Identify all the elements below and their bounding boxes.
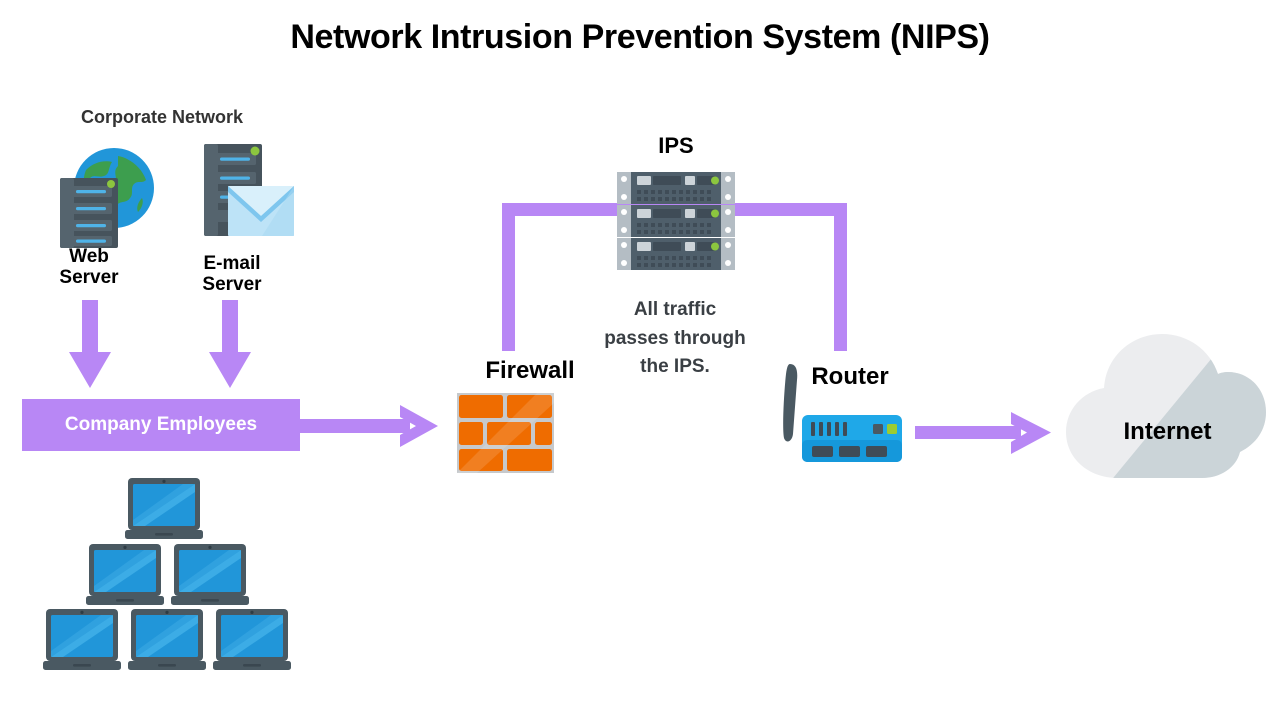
server-envelope-icon [204, 144, 294, 236]
email-server-label-line1: E-mail [203, 253, 261, 274]
rack-server-icon [617, 172, 735, 270]
web-server-label-line2: Server [59, 266, 119, 288]
ips-node[interactable] [617, 172, 735, 270]
router-label: Router [811, 363, 889, 390]
internet-node[interactable] [1060, 330, 1270, 490]
company-employees-node[interactable]: Company Employees [22, 399, 300, 451]
connector-email-to-employees [205, 300, 255, 392]
firewall-node[interactable] [457, 393, 554, 473]
server-globe-icon [60, 148, 154, 248]
wifi-router-icon [783, 364, 902, 462]
firewall-label: Firewall [485, 357, 575, 384]
connector-router-to-internet [915, 412, 1055, 454]
ips-note-line1: All traffic [633, 299, 717, 320]
ips-note-line2: passes through [604, 327, 746, 349]
email-server-label-line2: Server [202, 273, 262, 295]
brick-wall-icon [457, 393, 554, 473]
ips-note-line3: the IPS. [640, 356, 710, 377]
web-server-label-line1: Web [69, 246, 109, 267]
connector-web-to-employees [65, 300, 115, 392]
laptop-grid-icon [43, 478, 291, 670]
ips-label: IPS [658, 133, 694, 158]
company-employees-label: Company Employees [64, 414, 258, 435]
web-server-node[interactable] [46, 140, 156, 248]
page-title: Network Intrusion Prevention System (NIP… [290, 18, 990, 56]
router-node[interactable] [782, 362, 904, 467]
cloud-icon [1066, 334, 1266, 478]
ips-note: All traffic passes through the IPS. [575, 296, 775, 382]
connector-firewall-ips-router [498, 203, 854, 353]
email-server-node[interactable] [192, 140, 298, 248]
connector-employees-to-firewall [298, 405, 442, 447]
email-server-label: E-mail Server [172, 253, 292, 295]
laptop-grid [40, 478, 291, 670]
web-server-label: Web Server [29, 246, 149, 288]
corporate-network-heading: Corporate Network [80, 107, 244, 127]
internet-label: Internet [1123, 418, 1212, 445]
